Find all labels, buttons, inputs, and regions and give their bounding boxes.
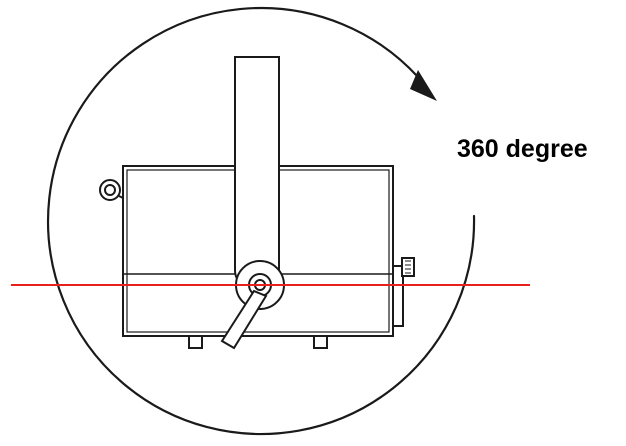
moving-head-fixture-icon [99,56,415,350]
adjustment-handle [220,289,268,350]
rotation-arrow-icon [46,6,476,436]
side-connector [392,265,404,327]
fixture-foot-left [188,335,203,349]
rotation-label: 360 degree [457,135,588,163]
rotation-arrowhead [410,70,437,101]
yoke-bracket [234,56,280,285]
side-knob [401,257,415,277]
fixture-foot-right [313,335,328,349]
safety-ring-inner [104,184,116,196]
rotation-arc [46,6,476,436]
